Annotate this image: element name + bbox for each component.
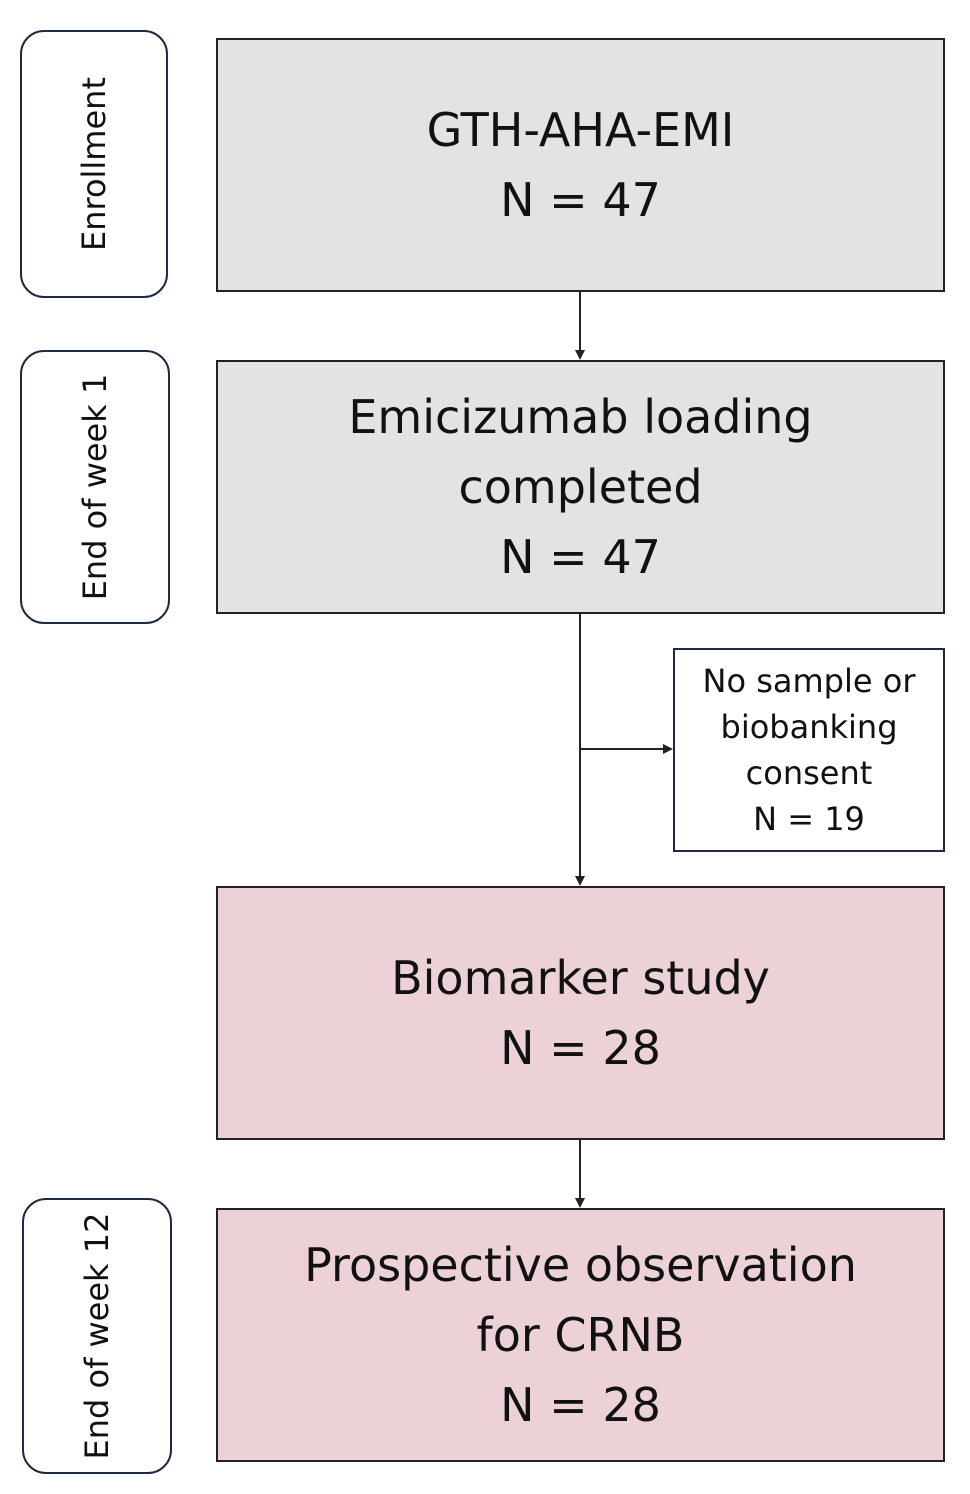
loading-subtitle: completed (458, 460, 703, 514)
observation-count: N = 28 (500, 1378, 661, 1432)
enrollment-box: GTH-AHA-EMI N = 47 (216, 38, 945, 292)
biomarker-box: Biomarker study N = 28 (216, 886, 945, 1140)
phase-end-of-week-1: End of week 1 (20, 350, 170, 624)
exclusion-line-3: consent (745, 754, 873, 792)
phase-enrollment: Enrollment (20, 30, 168, 298)
enrollment-count: N = 47 (500, 173, 661, 227)
phase-end-of-week-12: End of week 12 (22, 1198, 172, 1474)
exclusion-count: N = 19 (753, 800, 865, 838)
observation-subtitle: for CRNB (476, 1308, 685, 1362)
exclusion-line-2: biobanking (720, 708, 898, 746)
loading-box: Emicizumab loading completed N = 47 (216, 360, 945, 614)
biomarker-count: N = 28 (500, 1021, 661, 1075)
loading-title: Emicizumab loading (348, 390, 813, 444)
exclusion-line-1: No sample or (702, 662, 916, 700)
exclusion-box: No sample or biobanking consent N = 19 (673, 648, 945, 852)
biomarker-title: Biomarker study (391, 951, 770, 1005)
observation-title: Prospective observation (304, 1238, 857, 1292)
enrollment-title: GTH-AHA-EMI (426, 103, 735, 157)
observation-box: Prospective observation for CRNB N = 28 (216, 1208, 945, 1462)
loading-count: N = 47 (500, 530, 661, 584)
